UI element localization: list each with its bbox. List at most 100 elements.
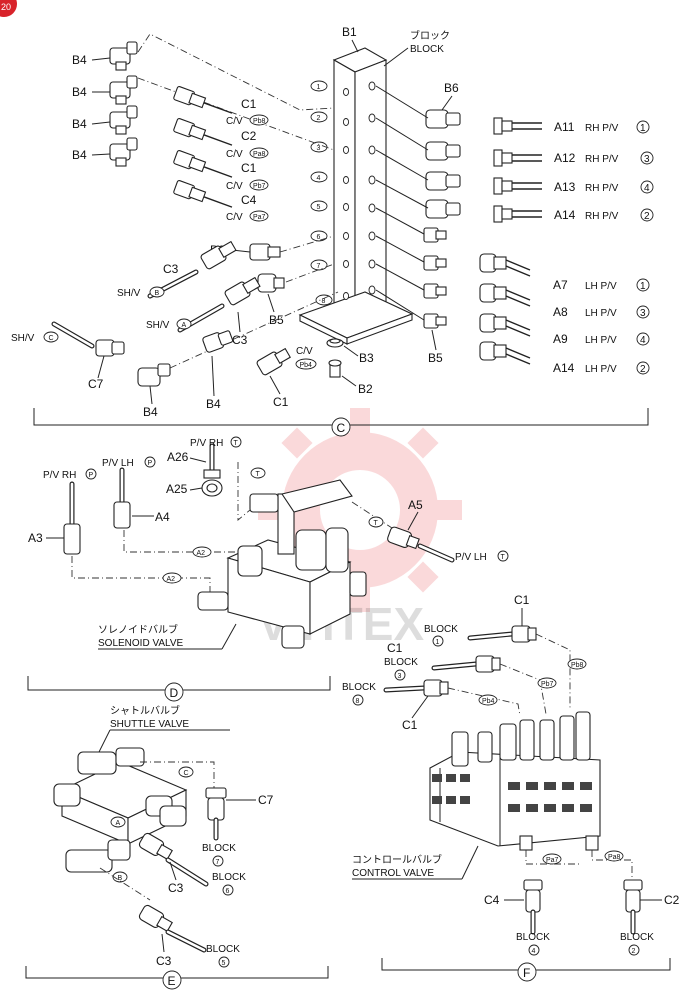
svg-text:B5: B5: [428, 351, 443, 365]
svg-text:B4: B4: [72, 117, 87, 131]
svg-text:P/V LH: P/V LH: [455, 552, 487, 563]
e-c3-lower: C3 BLOCK 5: [138, 904, 240, 968]
svg-text:A13: A13: [554, 180, 576, 194]
svg-text:T: T: [256, 471, 261, 478]
svg-text:B4: B4: [143, 405, 158, 419]
svg-text:A25: A25: [166, 482, 188, 496]
svg-text:C3: C3: [232, 333, 248, 347]
svg-text:BLOCK: BLOCK: [424, 624, 458, 635]
svg-text:A9: A9: [553, 332, 568, 346]
a4-hose: P/V LH P A4 A2: [102, 456, 236, 558]
svg-text:A3: A3: [28, 531, 43, 545]
svg-text:1: 1: [640, 123, 646, 134]
svg-text:SH/V: SH/V: [146, 320, 170, 331]
svg-text:20: 20: [1, 2, 11, 12]
svg-text:P/V RH: P/V RH: [43, 470, 76, 481]
svg-text:SH/V: SH/V: [117, 288, 141, 299]
svg-text:C3: C3: [168, 881, 184, 895]
e-c7-fitting: C7 BLOCK 7: [202, 787, 274, 867]
svg-text:BLOCK: BLOCK: [202, 843, 236, 854]
svg-text:Pb4: Pb4: [482, 698, 495, 705]
section-f-label: F: [523, 966, 530, 980]
svg-text:T: T: [374, 520, 379, 527]
svg-text:C2: C2: [664, 893, 680, 907]
svg-text:8: 8: [356, 698, 360, 705]
svg-text:1: 1: [436, 639, 440, 646]
svg-text:C3: C3: [156, 954, 172, 968]
svg-text:A5: A5: [408, 498, 423, 512]
shuttle-valve-body: [53, 747, 188, 873]
svg-text:Pb7: Pb7: [541, 681, 554, 688]
svg-text:RH P/V: RH P/V: [585, 123, 619, 134]
svg-text:5: 5: [317, 204, 321, 211]
svg-text:A: A: [182, 322, 187, 329]
svg-text:3: 3: [644, 154, 650, 165]
f-c1-middle: C1 BLOCK 3 Pb7: [384, 641, 557, 715]
svg-text:Pa7: Pa7: [253, 214, 266, 221]
svg-text:Pa7: Pa7: [546, 857, 559, 864]
b3-b2-parts: B3 B2: [326, 338, 374, 396]
section-e: シャトルバルブ SHUTTLE VALVE C A B C: [25, 704, 329, 990]
svg-text:B: B: [118, 875, 123, 882]
f-c1-top: C1 BLOCK 1 Pb8: [424, 593, 587, 708]
f-c2-fitting: Pa8 C2 BLOCK 2: [591, 850, 680, 956]
svg-text:7: 7: [216, 859, 220, 866]
svg-text:B4: B4: [206, 397, 221, 411]
section-c-bottom-parts: SH/V C C7 B4 B4 C/V Pb4: [11, 291, 339, 419]
svg-text:Pb8: Pb8: [253, 118, 266, 125]
svg-text:T: T: [234, 440, 239, 447]
svg-text:C4: C4: [484, 893, 500, 907]
corner-badge: 20: [0, 0, 17, 17]
check-valves-left: C1 C/V Pb8 C2 C/V Pa8 C1 C/V Pb7 C4 C/V …: [173, 86, 269, 223]
block-b1: 1 2 3 4 5 6 7 8 B1 ブロック BLOCK: [298, 25, 450, 345]
svg-text:2: 2: [632, 948, 636, 955]
svg-text:C1: C1: [241, 161, 257, 175]
section-c-lower-left-parts: B6 C3 SH/V B B5 SH/V: [117, 235, 335, 347]
svg-text:2: 2: [317, 115, 321, 122]
control-valve-body: [429, 711, 601, 851]
shuttle-valve-label: SHUTTLE VALVE: [110, 719, 189, 730]
svg-text:LH P/V: LH P/V: [585, 335, 617, 346]
svg-text:3: 3: [640, 308, 646, 319]
section-c-label: C: [337, 421, 346, 435]
svg-text:C/V: C/V: [226, 149, 243, 160]
svg-text:5: 5: [222, 960, 226, 967]
solenoid-valve-jp: ソレノイドバルブ: [98, 623, 178, 636]
block-port-numbers: 1 2 3 4 5 6 7 8: [310, 80, 333, 306]
svg-text:BLOCK: BLOCK: [620, 932, 654, 943]
svg-text:4: 4: [532, 948, 536, 955]
b5-fittings-lh-hoses: B5 A7 LH P/V: [375, 207, 650, 375]
svg-text:B: B: [155, 290, 160, 297]
svg-text:C4: C4: [241, 193, 257, 207]
svg-text:A: A: [116, 820, 121, 827]
svg-text:A14: A14: [554, 208, 576, 222]
svg-text:C1: C1: [402, 718, 418, 732]
svg-text:ブロック: ブロック: [410, 29, 450, 42]
a5-hose: T A5 P/V LH T: [351, 498, 509, 563]
svg-text:RH P/V: RH P/V: [585, 154, 619, 165]
svg-text:Pa8: Pa8: [253, 151, 266, 158]
svg-text:LH P/V: LH P/V: [585, 364, 617, 375]
svg-text:BLOCK: BLOCK: [212, 872, 246, 883]
svg-text:C7: C7: [88, 377, 104, 391]
svg-text:BLOCK: BLOCK: [516, 932, 550, 943]
svg-text:B4: B4: [72, 53, 87, 67]
svg-text:BLOCK: BLOCK: [410, 44, 444, 55]
svg-text:B2: B2: [358, 382, 373, 396]
svg-text:7: 7: [317, 263, 321, 270]
svg-text:P/V LH: P/V LH: [102, 458, 134, 469]
svg-text:C/V: C/V: [296, 346, 313, 357]
svg-text:Pb4: Pb4: [300, 362, 313, 369]
svg-text:A26: A26: [167, 450, 189, 464]
svg-text:C: C: [184, 770, 189, 777]
f-c1-lower: BLOCK 8 C1 Pb4: [342, 679, 521, 732]
svg-text:C/V: C/V: [226, 212, 243, 223]
svg-text:C2: C2: [241, 129, 257, 143]
svg-text:1: 1: [640, 281, 646, 292]
svg-text:A4: A4: [155, 510, 170, 524]
svg-text:Pb7: Pb7: [253, 183, 266, 190]
rh-hoses: A11 RH P/V 1 A12 RH P/V 3 A13 RH P/V 4 A…: [493, 117, 654, 223]
svg-text:3: 3: [398, 673, 402, 680]
svg-text:A2: A2: [197, 550, 206, 557]
